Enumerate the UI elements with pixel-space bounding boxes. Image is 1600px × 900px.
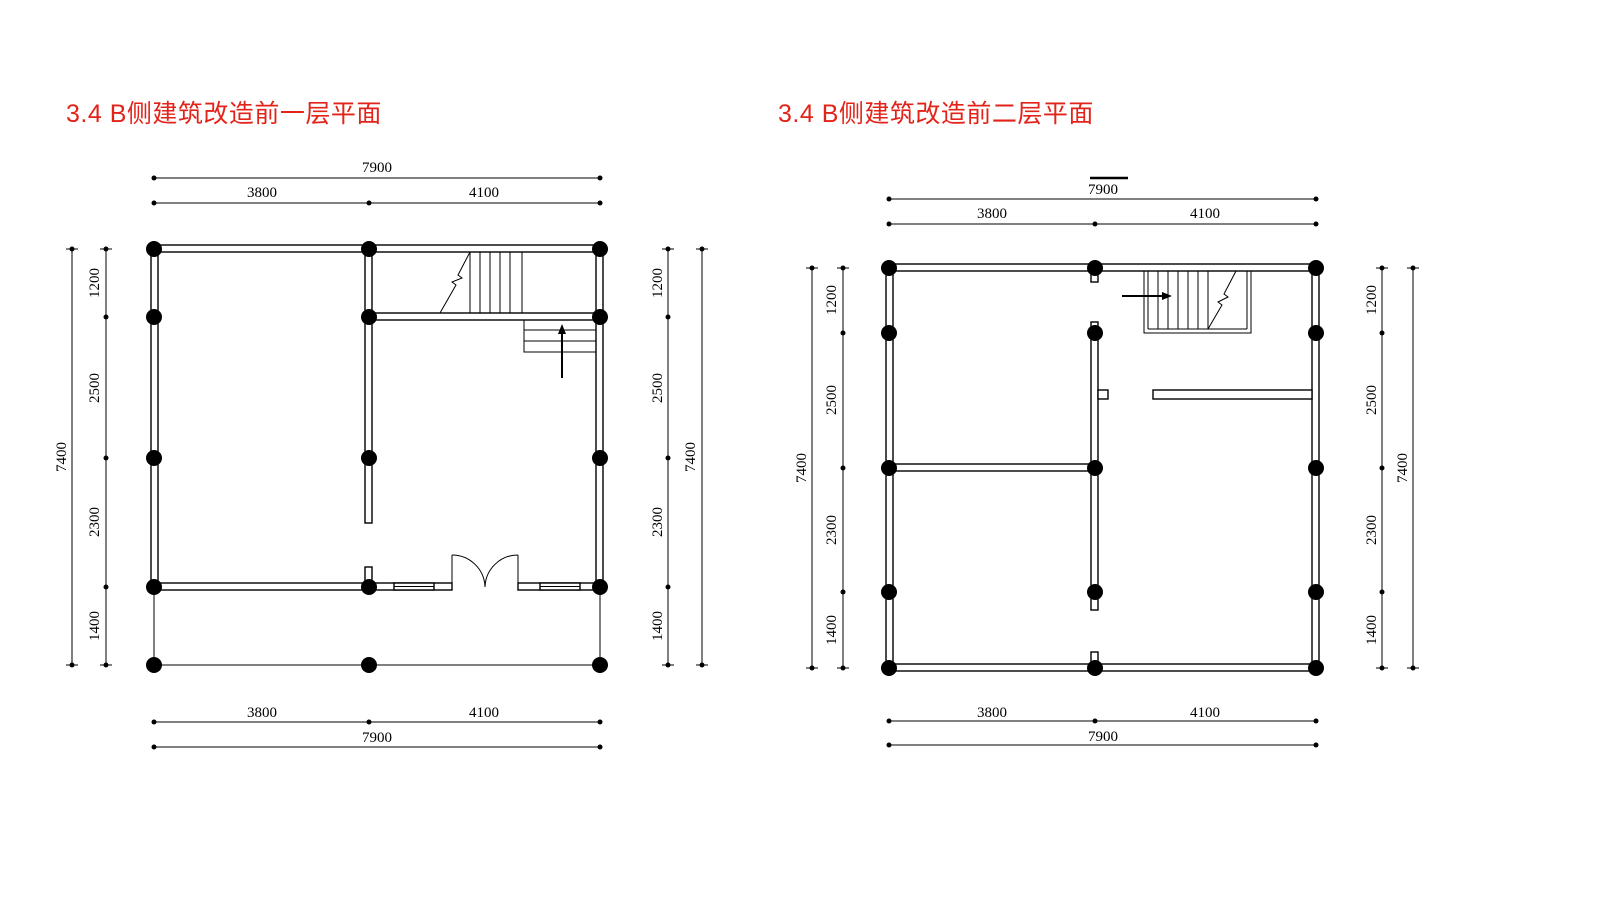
floor1-stairs (439, 251, 597, 378)
column (1087, 660, 1103, 676)
floor1-dimensions: 7900 3800 4100 3800 4100 7900 7400 1200 … (54, 160, 708, 750)
dim-right-seg: 1400 (1364, 615, 1380, 645)
column (361, 450, 377, 466)
dim-right-seg: 2500 (650, 373, 666, 403)
column (361, 579, 377, 595)
column (146, 241, 162, 257)
column (361, 241, 377, 257)
dim-top-total: 7900 (1088, 182, 1118, 198)
column (146, 450, 162, 466)
floor2-plan: 7900 3800 4100 3800 4100 7900 7400 1200 … (794, 176, 1419, 748)
dim-top-total: 7900 (362, 160, 392, 176)
floor2-stairs (1122, 270, 1252, 334)
floor2-wall-north (889, 263, 1317, 272)
column (881, 660, 897, 676)
floor1-wall-east (595, 248, 604, 590)
column (881, 584, 897, 600)
dim-bottom-right: 4100 (1190, 705, 1220, 721)
dim-bottom-total: 7900 (1088, 729, 1118, 745)
floor2-wall-stub (1097, 389, 1109, 400)
column (881, 325, 897, 341)
floor1-wall-stair (368, 312, 600, 321)
column (1308, 260, 1324, 276)
dim-right-seg: 1200 (650, 268, 666, 298)
dim-right-seg: 1200 (1364, 285, 1380, 315)
dim-right-seg: 2500 (1364, 385, 1380, 415)
dim-top-left: 3800 (247, 185, 277, 201)
column (1087, 584, 1103, 600)
dim-top-left: 3800 (977, 206, 1007, 222)
dim-left-seg: 2500 (824, 385, 840, 415)
dim-left-total: 7400 (794, 453, 810, 483)
dim-left-seg: 1400 (824, 615, 840, 645)
plan-title-floor1: 3.4 B侧建筑改造前一层平面 (66, 100, 382, 128)
floor1-walls (150, 244, 604, 666)
plan-title-floor2: 3.4 B侧建筑改造前二层平面 (778, 100, 1094, 128)
column (1308, 325, 1324, 341)
dim-bottom-right: 4100 (469, 705, 499, 721)
floor2-wall-south (889, 663, 1317, 672)
column (592, 579, 608, 595)
floor1-plan: 7900 3800 4100 3800 4100 7900 7400 1200 … (54, 160, 708, 750)
column (361, 309, 377, 325)
dim-left-seg: 2500 (87, 373, 103, 403)
floor2-columns (881, 260, 1324, 676)
column (1087, 325, 1103, 341)
dim-left-seg: 2300 (87, 507, 103, 537)
column (881, 460, 897, 476)
column (361, 657, 377, 673)
column (592, 450, 608, 466)
dim-left-seg: 1200 (87, 268, 103, 298)
column (1087, 260, 1103, 276)
dim-bottom-left: 3800 (977, 705, 1007, 721)
column (1308, 660, 1324, 676)
column (146, 657, 162, 673)
column (881, 260, 897, 276)
floor1-wall-north (153, 244, 601, 253)
floor1-double-door (451, 554, 519, 588)
column (1087, 460, 1103, 476)
column (592, 241, 608, 257)
dim-right-total: 7400 (1395, 453, 1411, 483)
dim-left-seg: 1400 (87, 611, 103, 641)
floor2-wall-partition (1152, 389, 1313, 400)
dim-top-right: 4100 (469, 185, 499, 201)
floor1-windows (393, 582, 581, 591)
column (592, 657, 608, 673)
floor2-wall-interior-horizontal (889, 463, 1094, 472)
dim-right-seg: 2300 (650, 507, 666, 537)
dim-bottom-total: 7900 (362, 730, 392, 746)
dim-left-seg: 1200 (824, 285, 840, 315)
floor2-dimensions: 7900 3800 4100 3800 4100 7900 7400 1200 … (794, 176, 1419, 748)
dim-left-total: 7400 (54, 442, 70, 472)
dim-right-total: 7400 (683, 442, 699, 472)
dim-left-seg: 2300 (824, 515, 840, 545)
column (592, 309, 608, 325)
column (1308, 460, 1324, 476)
column (146, 579, 162, 595)
floor1-columns (146, 241, 608, 673)
floor1-wall-west (150, 248, 159, 590)
dim-right-seg: 1400 (650, 611, 666, 641)
dim-right-seg: 2300 (1364, 515, 1380, 545)
column (146, 309, 162, 325)
column (1308, 584, 1324, 600)
dim-top-right: 4100 (1190, 206, 1220, 222)
floor1-wall-interior-vertical (364, 248, 373, 524)
dim-bottom-left: 3800 (247, 705, 277, 721)
